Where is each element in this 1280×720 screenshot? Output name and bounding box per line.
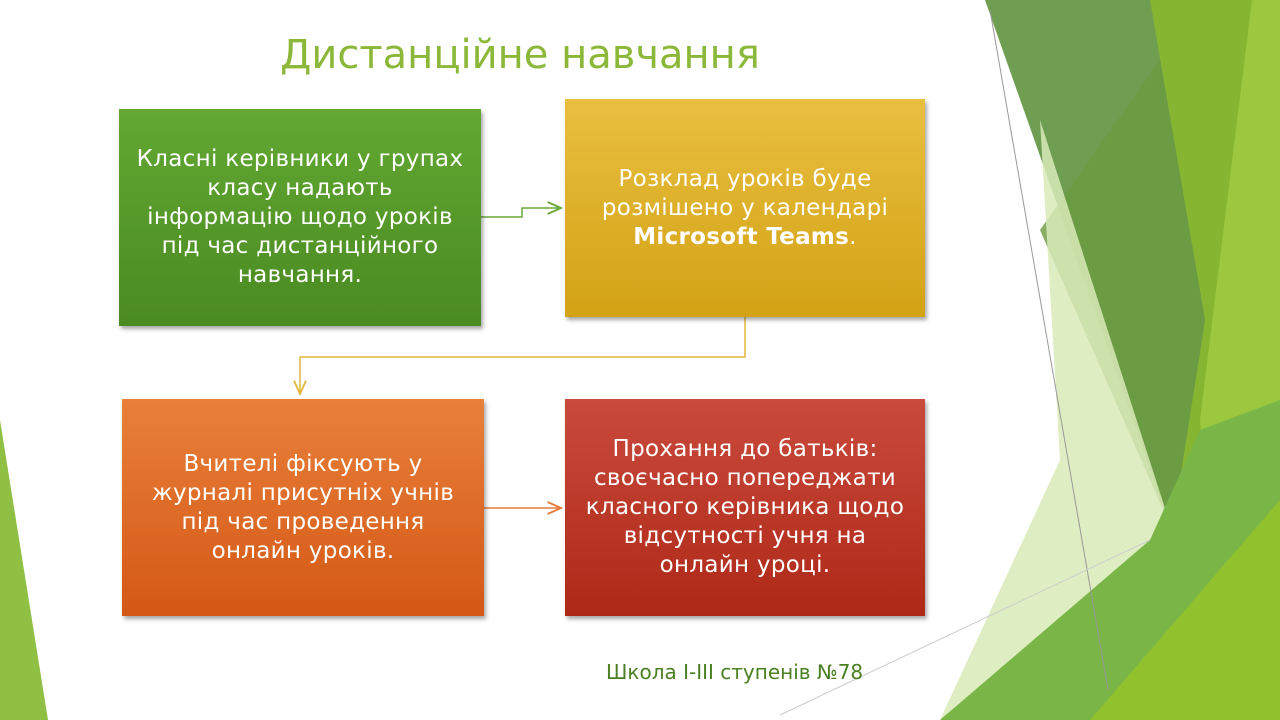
step-box-schedule: Розклад уроків буде розмішено у календар… <box>565 99 925 317</box>
footer-school-name: Школа І-ІІІ ступенів №78 <box>606 660 864 684</box>
step-text-part: . <box>849 223 857 250</box>
step-text-part: Розклад уроків буде розмішено у календар… <box>601 165 889 221</box>
slide-title: Дистанційне навчання <box>280 32 760 78</box>
bg-shape-pale <box>940 120 1172 720</box>
step-text: Прохання до батьків: своєчасно попереджа… <box>585 436 905 578</box>
microsoft-teams-text: Microsoft Teams <box>633 223 850 250</box>
bg-line-2 <box>779 539 1151 716</box>
bg-shape-left <box>0 420 48 720</box>
step-box-parents-request: Прохання до батьків: своєчасно попереджа… <box>565 399 925 616</box>
step-text: Вчителі фіксують у журналі присутніх учн… <box>151 450 455 564</box>
step-text: Класні керівники у групах класу надають … <box>136 146 464 288</box>
bg-shape-bottom <box>1090 500 1280 720</box>
bg-shape-dark2 <box>1040 60 1205 530</box>
connector-1-2 <box>481 208 561 218</box>
step-text: Розклад уроків буде розмішено у календар… <box>579 165 911 252</box>
bg-line <box>989 9 1109 691</box>
connector-2-3 <box>300 317 746 394</box>
step-box-class-teachers: Класні керівники у групах класу надають … <box>119 109 481 326</box>
step-box-attendance: Вчителі фіксують у журналі присутніх учн… <box>122 399 484 616</box>
